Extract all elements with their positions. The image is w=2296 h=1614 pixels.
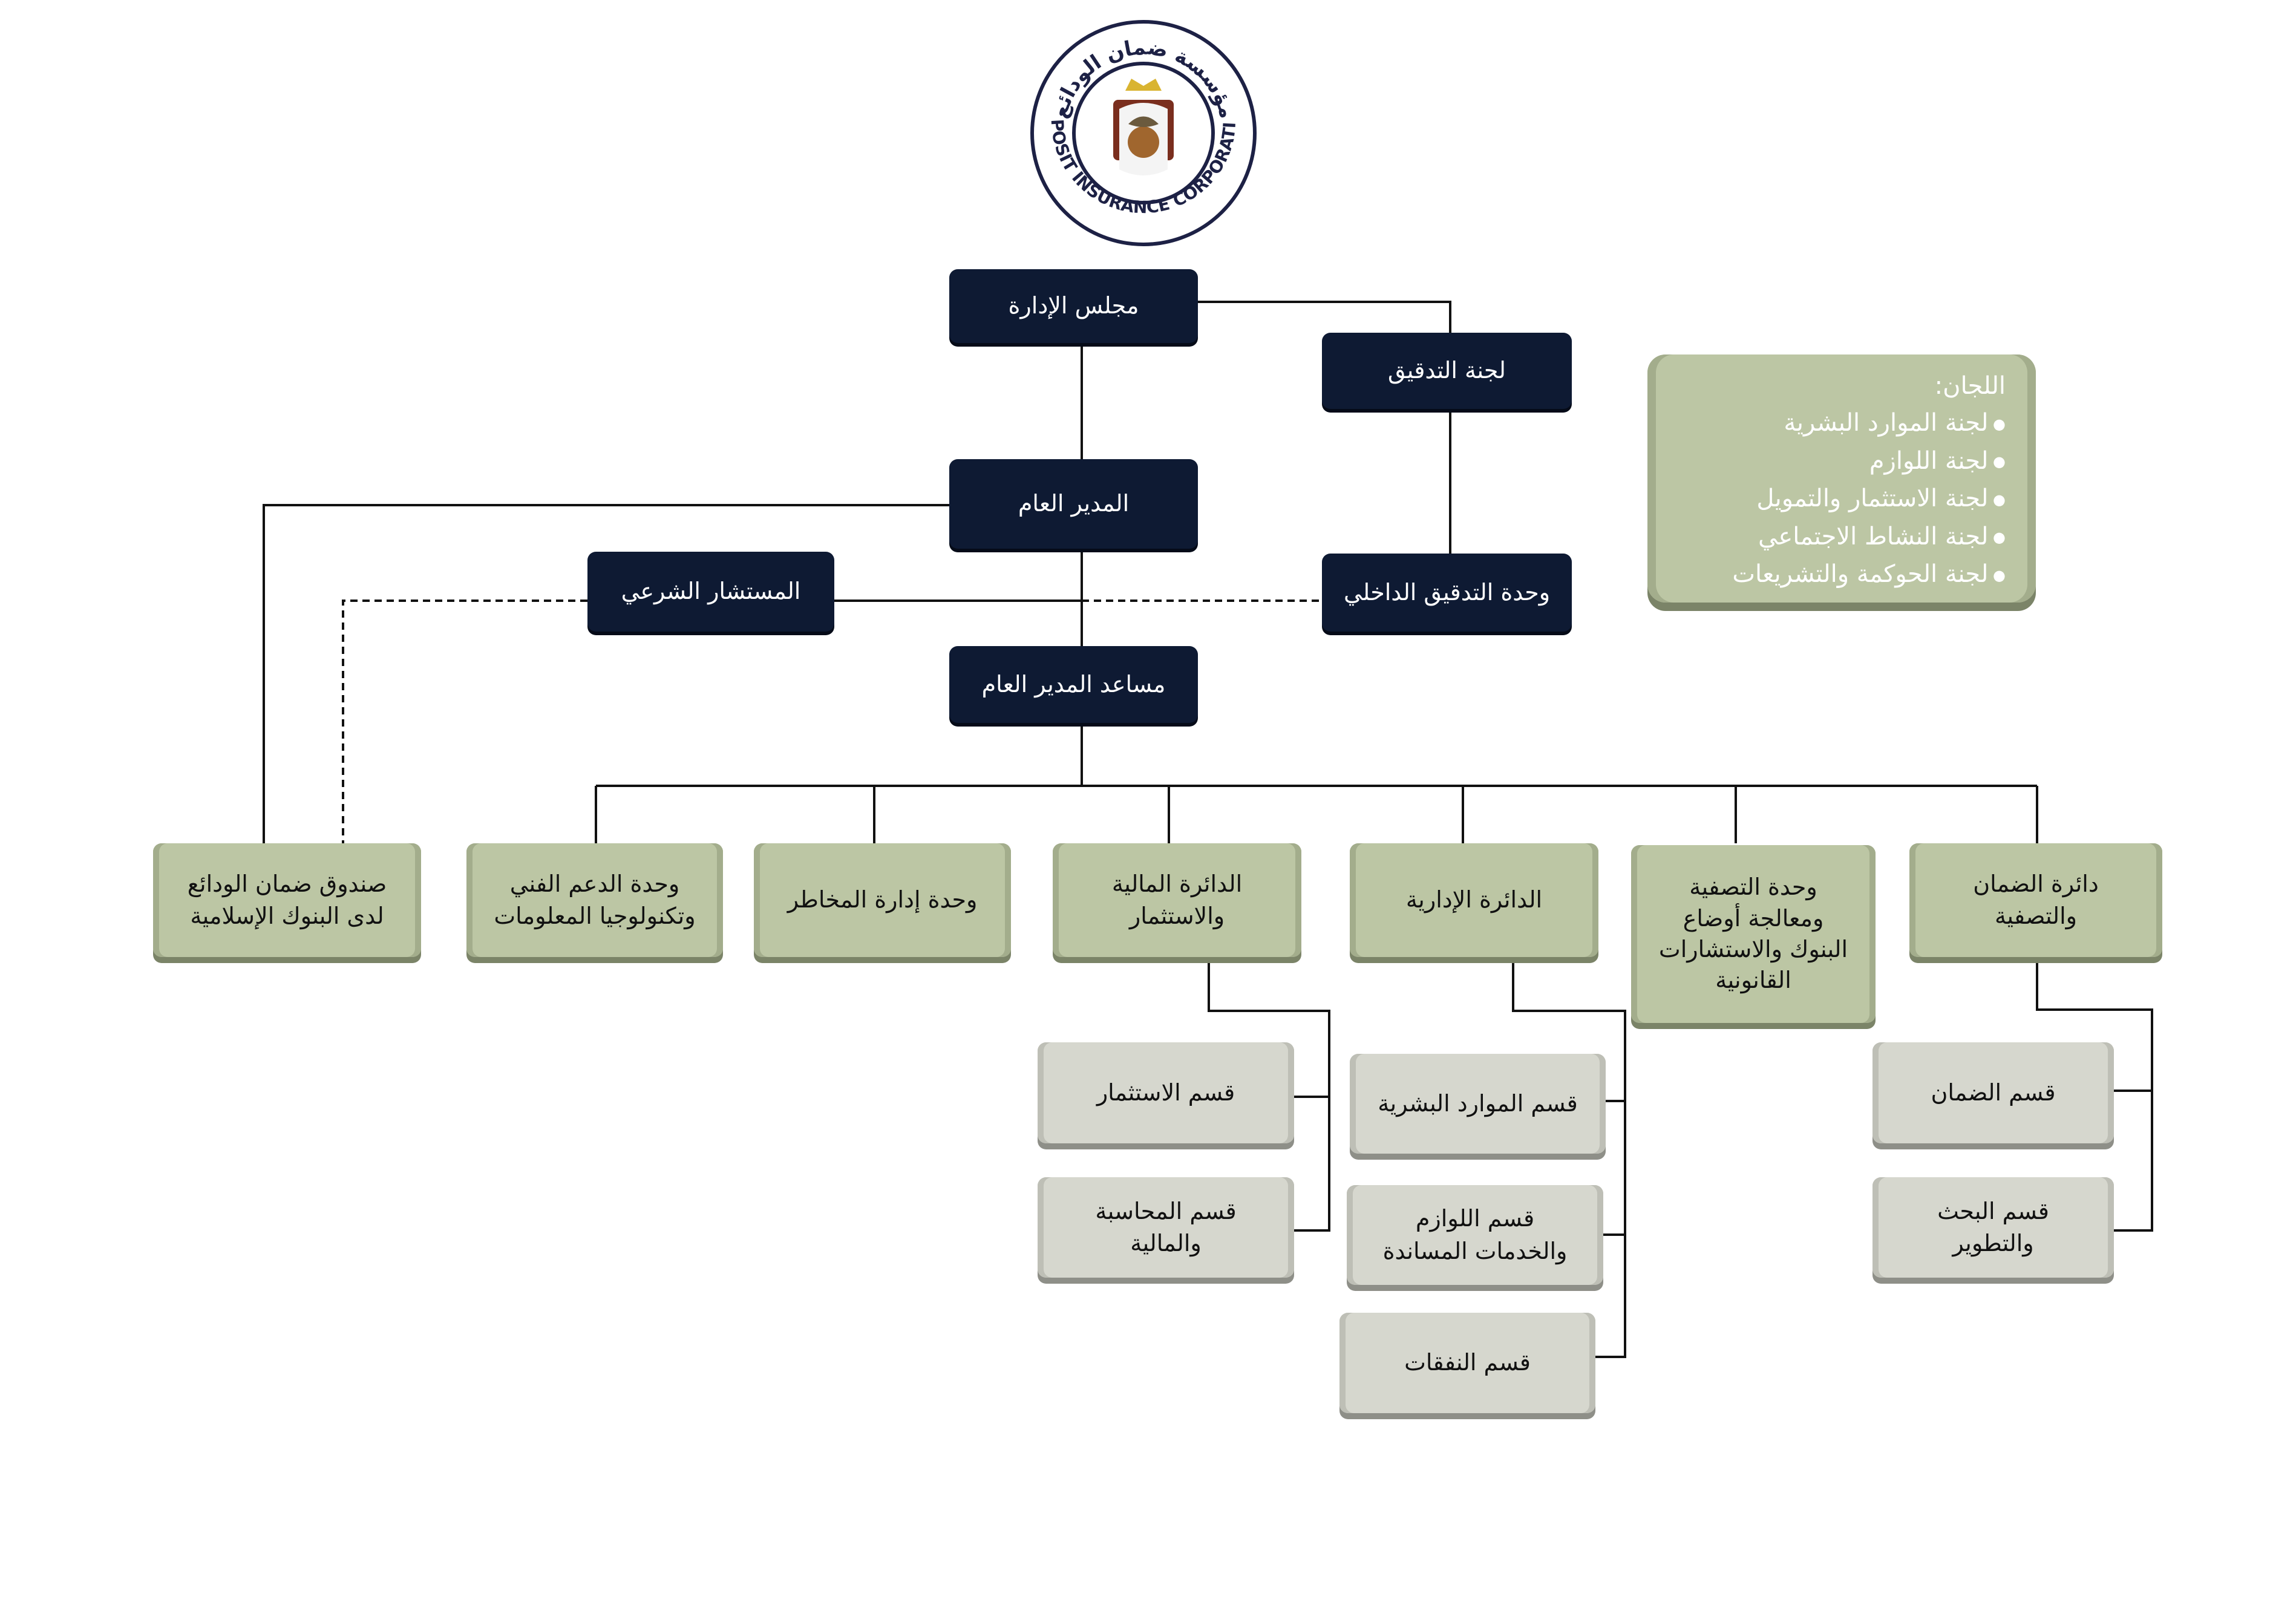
box-line: قسم النفقات [1404,1349,1531,1376]
box-line: والخدمات المساندة [1382,1237,1568,1264]
internal-audit-box: وحدة التدقيق الداخلي [1322,554,1572,632]
audit-committee-label: لجنة التدقيق [1388,357,1506,384]
assistant-gm-label: مساعد المدير العام [981,670,1166,698]
committee-item: لجنة اللوازم [1660,443,2006,481]
box-line: وحدة التصفية [1689,874,1817,901]
board-label: مجلس الإدارة [1008,292,1139,319]
box-line: وحدة الدعم الفني [509,870,680,897]
box-line: والمالية [1130,1230,1202,1256]
box-line: وحدة إدارة المخاطر [787,886,978,913]
general-manager-label: المدير العام [1018,490,1130,517]
audit-committee-box: لجنة التدقيق [1322,333,1572,409]
risk-management-unit-box: وحدة إدارة المخاطر [754,843,1011,957]
box-line: البنوك والاستشارات [1658,936,1848,962]
sharia-advisor-label: المستشار الشرعي [621,578,801,605]
accounting-section-box: قسم المحاسبة والمالية [1038,1177,1294,1278]
general-manager-box: المدير العام [949,459,1198,549]
box-line: لدى البنوك الإسلامية [190,903,384,929]
islamic-banks-fund-box: صندوق ضمان الودائع لدى البنوك الإسلامية [153,843,421,957]
hr-section-box: قسم الموارد البشرية [1350,1054,1606,1154]
box-line: الدائرة الإدارية [1405,886,1543,913]
guarantee-department-box: دائرة الضمان والتصفية [1909,843,2162,957]
box-line: دائرة الضمان [1973,870,2099,897]
box-line: القانونية [1715,967,1791,994]
board-of-directors-box: مجلس الإدارة [949,269,1198,343]
liquidation-unit-box: وحدة التصفية ومعالجة أوضاع البنوك والاستشا… [1631,845,1876,1023]
committee-item: لجنة الاستثمار والتمويل [1660,480,2006,518]
internal-audit-label: وحدة التدقيق الداخلي [1343,578,1551,606]
supplies-section-box: قسم اللوازم والخدمات المساندة [1347,1185,1603,1285]
box-line: قسم البحث [1937,1197,2049,1224]
committees-legend: اللجان: لجنة الموارد البشرية لجنة اللواز… [1647,354,2036,603]
it-support-unit-box: وحدة الدعم الفني وتكنولوجيا المعلومات [466,843,723,957]
box-line: قسم الضمان [1931,1079,2056,1106]
box-line: قسم الاستثمار [1096,1079,1235,1106]
committees-title: اللجان: [1934,372,2006,400]
box-line: والاستثمار [1129,903,1225,929]
assistant-gm-box: مساعد المدير العام [949,646,1198,723]
guarantee-section-box: قسم الضمان [1872,1042,2114,1143]
box-line: قسم الموارد البشرية [1378,1090,1578,1117]
committee-item: لجنة الموارد البشرية [1660,405,2006,443]
expenses-section-box: قسم النفقات [1339,1313,1595,1413]
sharia-advisor-box: المستشار الشرعي [587,552,834,632]
box-line: والتصفية [1995,903,2077,929]
box-line: قسم اللوازم [1415,1205,1535,1232]
box-line: ومعالجة أوضاع [1683,904,1824,932]
finance-department-box: الدائرة المالية والاستثمار [1053,843,1301,957]
research-section-box: قسم البحث والتطوير [1872,1177,2114,1278]
investment-section-box: قسم الاستثمار [1038,1042,1294,1143]
box-line: الدائرة المالية [1111,870,1243,897]
admin-department-box: الدائرة الإدارية [1350,843,1598,957]
committee-item: لجنة الحوكمة والتشريعات [1660,556,2006,594]
box-line: وتكنولوجيا المعلومات [494,903,696,929]
dic-logo: مؤسسة ضمان الودائع DEPOSIT INSURANCE COR… [1021,2,1258,250]
box-line: صندوق ضمان الودائع [187,870,387,897]
box-line: والتطوير [1952,1230,2034,1256]
box-line: قسم المحاسبة [1095,1197,1237,1224]
committee-item: لجنة النشاط الاجتماعي [1660,518,2006,557]
